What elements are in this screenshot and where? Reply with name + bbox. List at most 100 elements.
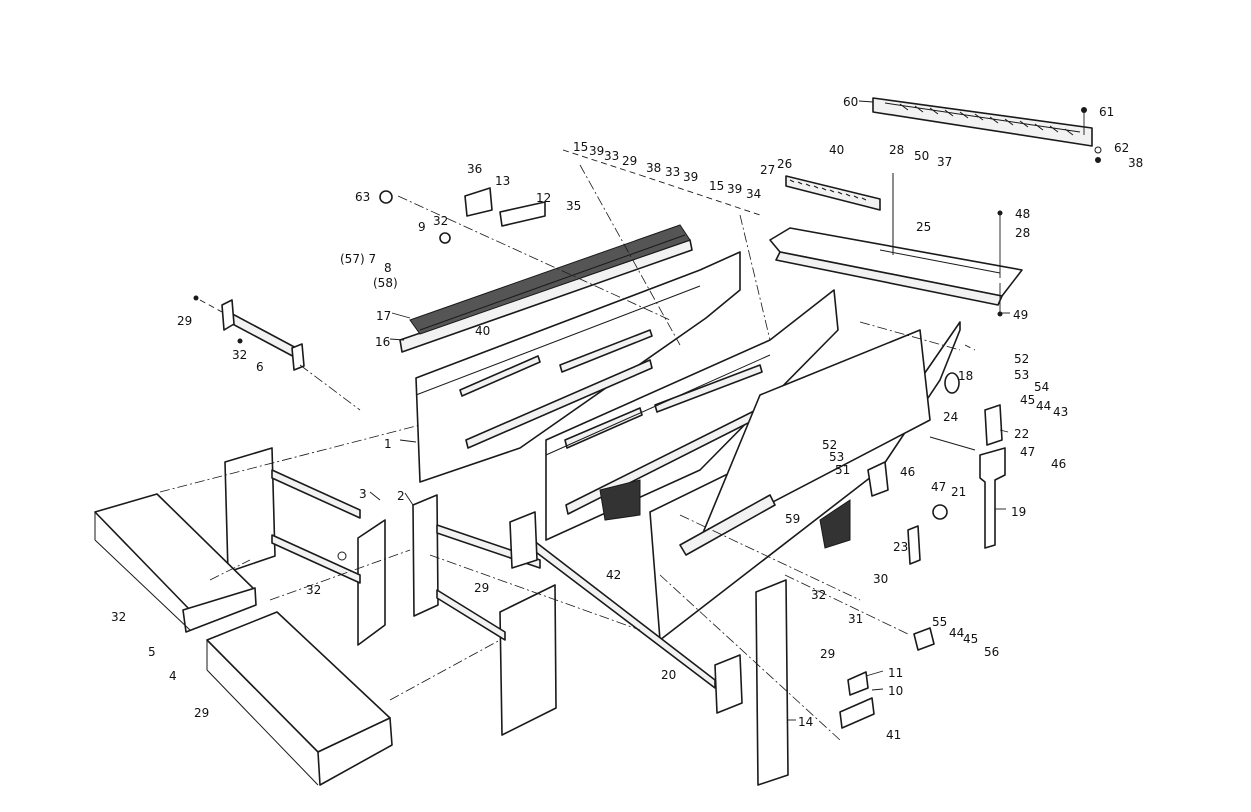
- callout-c29d: 29: [820, 647, 836, 661]
- callout-c24: 24: [943, 410, 959, 424]
- callout-c38a: 38: [1128, 156, 1144, 170]
- callout-c30: 30: [873, 572, 889, 586]
- callout-c39b: 39: [683, 170, 699, 184]
- callout-c14: 14: [798, 715, 814, 729]
- callout-c29e: 29: [194, 706, 210, 720]
- callout-c13: 13: [495, 174, 511, 188]
- callout-c40b: 40: [475, 324, 491, 338]
- part-6-bracket: [193, 295, 305, 371]
- callout-c39c: 39: [727, 182, 743, 196]
- callout-c45a: 45: [1020, 393, 1036, 407]
- callout-c60: 60: [843, 95, 859, 109]
- callout-c32e: 32: [111, 610, 127, 624]
- callout-c21: 21: [951, 485, 967, 499]
- callout-c57: (57) 7: [340, 252, 377, 266]
- callout-c34: 34: [746, 187, 762, 201]
- callout-c32b: 32: [232, 348, 248, 362]
- callout-c59: 59: [785, 512, 801, 526]
- callout-c47: 47: [1020, 445, 1036, 459]
- callout-c50: 50: [914, 149, 930, 163]
- callout-c44b: 44: [949, 626, 965, 640]
- callout-c55: 55: [932, 615, 948, 629]
- callout-c28a: 28: [889, 143, 905, 157]
- callout-c25: 25: [916, 220, 932, 234]
- callout-c48: 48: [1015, 207, 1031, 221]
- callout-c5: 5: [148, 645, 156, 659]
- callout-c33b: 33: [665, 165, 681, 179]
- part-25-cover-plate: [769, 173, 1023, 317]
- callout-c63: 63: [355, 190, 371, 204]
- part-60-grille: [858, 97, 1102, 163]
- callout-c26: 26: [777, 157, 793, 171]
- callout-c29a: 29: [622, 154, 638, 168]
- callout-c61: 61: [1099, 105, 1115, 119]
- callout-c51: 51: [835, 463, 851, 477]
- callout-c3: 3: [359, 487, 367, 501]
- callout-c6: 6: [256, 360, 264, 374]
- callout-c15a: 15: [573, 140, 589, 154]
- callout-c8: 8: [384, 261, 392, 275]
- callout-c41: 41: [886, 728, 902, 742]
- callout-c10: 10: [888, 684, 904, 698]
- callout-c1: 1: [384, 437, 392, 451]
- callout-c18: 18: [958, 369, 974, 383]
- callout-c20: 20: [661, 668, 677, 682]
- callout-c17: 17: [376, 309, 392, 323]
- callout-c35: 35: [566, 199, 582, 213]
- callout-c4: 4: [169, 669, 177, 683]
- callout-c29c: 29: [474, 581, 490, 595]
- callout-c52b: 52: [822, 438, 838, 452]
- part-14-strip-plate: [755, 579, 789, 786]
- callout-c42: 42: [606, 568, 622, 582]
- part-10-11-clips: [839, 627, 935, 729]
- callout-c2: 2: [397, 489, 405, 503]
- part-5-upper-tray: [94, 493, 257, 633]
- callout-c11: 11: [888, 666, 904, 680]
- part-4-lower-tray: [206, 611, 393, 786]
- callout-c32c: 32: [306, 583, 322, 597]
- callout-c23: 23: [893, 540, 909, 554]
- callout-c16: 16: [375, 335, 391, 349]
- callout-c53a: 53: [1014, 368, 1030, 382]
- callout-c47b: 47: [931, 480, 947, 494]
- callout-c40a: 40: [829, 143, 845, 157]
- callout-c37: 37: [937, 155, 953, 169]
- part-20-shaft: [509, 511, 743, 714]
- callout-c62: 62: [1114, 141, 1130, 155]
- callout-c58: (58): [373, 276, 398, 290]
- callout-c45b: 45: [963, 632, 979, 646]
- callout-c32d: 32: [811, 588, 827, 602]
- callout-c12: 12: [536, 191, 552, 205]
- callout-c31: 31: [848, 612, 864, 626]
- callout-c32a: 32: [433, 214, 449, 228]
- callout-c19: 19: [1011, 505, 1027, 519]
- part-13-12-fittings: [379, 187, 546, 244]
- part-17-brush-strip: [399, 224, 693, 353]
- callout-c33a: 33: [604, 149, 620, 163]
- callout-leaders: [369, 312, 1010, 721]
- callout-c46a: 46: [900, 465, 916, 479]
- part-3-end-frame: [224, 447, 386, 646]
- part-1-left-panel: [415, 251, 741, 483]
- callout-c46b: 46: [1051, 457, 1067, 471]
- callout-c39a: 39: [589, 144, 605, 158]
- part-19-lever: [867, 372, 1006, 565]
- callout-c53b: 53: [829, 450, 845, 464]
- callout-c38b: 38: [646, 161, 662, 175]
- callout-c9: 9: [418, 220, 426, 234]
- callout-c52a: 52: [1014, 352, 1030, 366]
- callout-c43: 43: [1053, 405, 1069, 419]
- callout-c49: 49: [1013, 308, 1029, 322]
- callout-c36: 36: [467, 162, 483, 176]
- assembly-leader-lines: [159, 149, 976, 741]
- callout-c54: 54: [1034, 380, 1050, 394]
- callout-c15b: 15: [709, 179, 725, 193]
- callout-c56: 56: [984, 645, 1000, 659]
- callout-c44a: 44: [1036, 399, 1052, 413]
- callout-c27: 27: [760, 163, 776, 177]
- callout-c29b: 29: [177, 314, 193, 328]
- part-26-bar: [785, 175, 881, 211]
- callout-c28b: 28: [1015, 226, 1031, 240]
